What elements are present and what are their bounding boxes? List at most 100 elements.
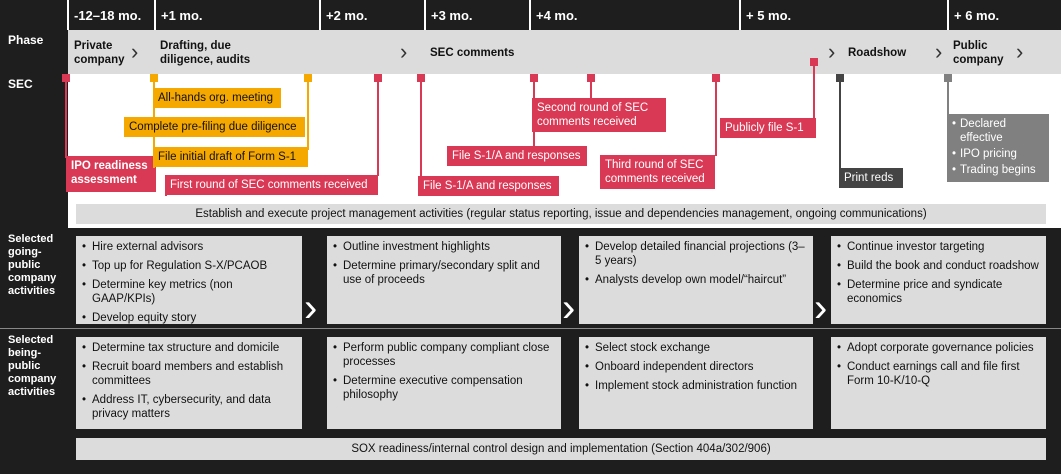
chevron-right-icon: › — [400, 39, 408, 64]
being-public-panel-3: Select stock exchange Onboard independen… — [579, 337, 813, 429]
being-public-panel-4: Adopt corporate governance policies Cond… — [831, 337, 1046, 429]
col-header-2: +1 mo. — [161, 8, 203, 23]
phase-roadshow: Roadshow — [848, 47, 907, 59]
activity-item: Select stock exchange — [585, 341, 807, 355]
phase-label: Phase — [8, 33, 44, 47]
col-divider — [947, 0, 949, 30]
milestone-marker — [417, 74, 425, 82]
phase-sec-comments: SEC comments — [430, 47, 515, 59]
final-item: Trading begins — [952, 163, 1044, 177]
chevron-right-icon: › — [562, 286, 576, 330]
phase-band — [68, 30, 1061, 74]
being-public-label: Selected being-public company activities — [8, 334, 57, 398]
milestone-line — [377, 80, 379, 176]
chevron-right-icon: › — [1016, 39, 1024, 64]
col-header-4: +3 mo. — [431, 8, 473, 23]
milestone-line — [307, 80, 309, 150]
phase-public: Public company — [953, 40, 1004, 66]
activity-item: Continue investor targeting — [837, 240, 1040, 254]
activity-item: Adopt corporate governance policies — [837, 341, 1040, 355]
chevron-right-icon: › — [935, 39, 943, 64]
activity-item: Hire external advisors — [82, 240, 296, 254]
activity-item: Determine tax structure and domicile — [82, 341, 296, 355]
activity-item: Top up for Regulation S-X/PCAOB — [82, 259, 296, 273]
second-round-box: Second round of SEC comments received — [532, 98, 666, 132]
section-divider — [0, 328, 1061, 329]
project-management-bar: Establish and execute project management… — [76, 204, 1046, 224]
col-divider — [154, 0, 156, 30]
prefiling-box: Complete pre-filing due diligence — [124, 117, 305, 137]
chevron-right-icon: › — [304, 286, 318, 330]
milestone-line — [947, 80, 949, 114]
final-item: Declared effective — [952, 117, 1044, 145]
col-divider — [739, 0, 741, 30]
final-milestones-box: Declared effective IPO pricing Trading b… — [947, 114, 1049, 182]
col-divider — [424, 0, 426, 30]
milestone-marker — [836, 74, 844, 82]
activity-item: Conduct earnings call and file first For… — [837, 360, 1040, 388]
milestone-line — [839, 80, 841, 168]
phase-drafting: Drafting, due diligence, audits — [160, 40, 251, 66]
col-header-5: +4 mo. — [536, 8, 578, 23]
activity-item: Onboard independent directors — [585, 360, 807, 374]
milestone-marker — [810, 58, 818, 66]
col-divider — [67, 0, 69, 30]
activity-item: Determine key metrics (non GAAP/KPIs) — [82, 278, 296, 306]
milestone-marker — [374, 74, 382, 82]
activity-item: Determine primary/secondary split and us… — [333, 259, 555, 287]
col-divider — [319, 0, 321, 30]
milestone-marker — [62, 74, 70, 82]
activity-item: Address IT, cybersecurity, and data priv… — [82, 393, 296, 421]
going-public-panel-2: Outline investment highlights Determine … — [327, 236, 561, 324]
milestone-marker — [150, 74, 158, 82]
activity-item: Implement stock administration function — [585, 379, 807, 393]
sox-bar: SOX readiness/internal control design an… — [76, 438, 1046, 460]
going-public-panel-4: Continue investor targeting Build the bo… — [831, 236, 1046, 324]
col-header-6: + 5 mo. — [746, 8, 792, 23]
activity-item: Determine price and syndicate economics — [837, 278, 1040, 306]
file-s1a-box-2: File S-1/A and responses — [447, 146, 587, 166]
print-reds-box: Print reds — [839, 168, 903, 188]
chevron-right-icon: › — [814, 286, 828, 330]
activity-item: Develop equity story — [82, 311, 296, 325]
all-hands-box: All-hands org. meeting — [153, 88, 281, 108]
being-public-panel-2: Perform public company compliant close p… — [327, 337, 561, 429]
milestone-line — [715, 80, 717, 156]
activity-item: Develop detailed financial projections (… — [585, 240, 807, 268]
phase-private: Private company — [74, 40, 125, 66]
third-round-box: Third round of SEC comments received — [600, 155, 715, 189]
milestone-marker — [712, 74, 720, 82]
chevron-right-icon: › — [828, 39, 836, 64]
milestone-line — [420, 80, 422, 178]
col-header-1: -12–18 mo. — [74, 8, 142, 23]
milestone-marker — [587, 74, 595, 82]
activity-item: Perform public company compliant close p… — [333, 341, 555, 369]
activity-item: Analysts develop own model/“haircut” — [585, 273, 807, 287]
milestone-line — [65, 80, 67, 158]
first-round-box: First round of SEC comments received — [165, 175, 378, 195]
sec-label: SEC — [8, 77, 33, 91]
being-public-panel-1: Determine tax structure and domicile Rec… — [76, 337, 302, 429]
activity-item: Recruit board members and establish comm… — [82, 360, 296, 388]
going-public-panel-1: Hire external advisors Top up for Regula… — [76, 236, 302, 325]
file-initial-box: File initial draft of Form S-1 — [153, 147, 308, 167]
col-header-7: + 6 mo. — [954, 8, 1000, 23]
milestone-marker — [530, 74, 538, 82]
file-s1a-box-1: File S-1/A and responses — [418, 176, 559, 196]
activity-item: Build the book and conduct roadshow — [837, 259, 1040, 273]
activity-item: Outline investment highlights — [333, 240, 555, 254]
activity-item: Determine executive compensation philoso… — [333, 374, 555, 402]
chevron-right-icon: › — [131, 39, 139, 64]
going-public-panel-3: Develop detailed financial projections (… — [579, 236, 813, 324]
final-item: IPO pricing — [952, 147, 1044, 161]
milestone-line — [165, 175, 167, 196]
going-public-label: Selected going-public company activities — [8, 233, 57, 297]
milestone-line — [813, 64, 815, 120]
milestone-marker — [304, 74, 312, 82]
milestone-marker — [944, 74, 952, 82]
ipo-readiness-box: IPO readiness assessment — [66, 156, 156, 192]
col-divider — [529, 0, 531, 30]
milestone-line — [590, 80, 592, 100]
col-header-3: +2 mo. — [326, 8, 368, 23]
publicly-file-box: Publicly file S-1 — [720, 118, 816, 138]
